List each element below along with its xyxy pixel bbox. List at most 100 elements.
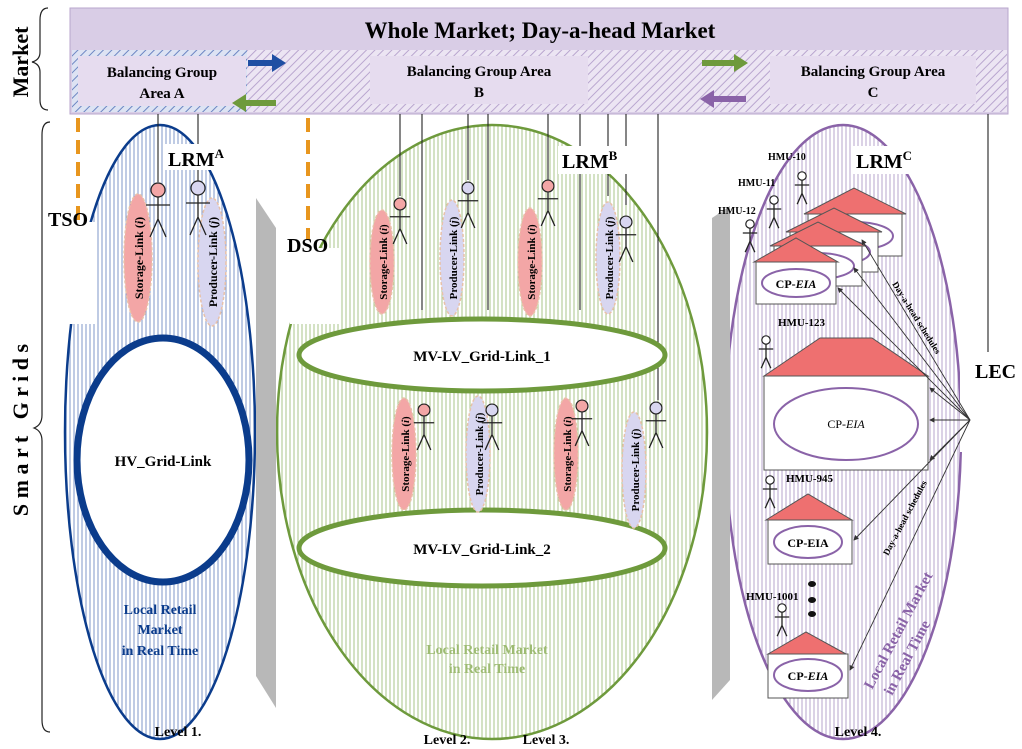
group-c-line2: C [868,85,879,101]
hmu-figure [774,603,790,637]
lrm-c-bg [852,146,932,174]
group-a-line1: Balancing Group [107,65,217,81]
local-market-blue-line1: Local Retail [124,603,197,618]
cp-eia-label-3: CP-EIA [787,536,829,550]
separator-wedge-2 [712,206,730,700]
svg-text:Producer-Link (j): Producer-Link (j) [474,412,486,495]
producer-actor-figure [186,180,210,236]
schedule-arrows [837,239,971,671]
storage-actor-figure [413,403,435,451]
arrow-b-to-a [232,94,276,112]
producer-link-pill: Producer-Link (j) [197,197,227,327]
storage-link-pill: Storage-Link (i) [123,193,153,323]
cp-eia-label-1: CP-EIA [776,277,817,291]
producer-actor-figure [615,215,637,263]
lec-panel [960,360,1010,452]
svg-text:Producer-Link (j): Producer-Link (j) [604,216,616,299]
lrm-a-bg [164,144,248,170]
hmu-1001-label: HMU-1001 [746,591,799,603]
svg-text:Storage-Link (i): Storage-Link (i) [378,224,390,300]
lec-label: LEC [975,361,1016,383]
local-market-blue-line2: Market [137,623,182,638]
storage-link-pill: Storage-Link (i) [391,397,417,511]
house-cp-eia-large [762,337,930,471]
producer-link-pill: Producer-Link (j) [595,201,621,315]
storage-link-pill: Storage-Link (i) [553,397,579,511]
tso-panel [46,222,96,324]
house-stack-top [752,187,907,305]
local-market-green-line1: Local Retail Market [426,643,548,658]
group-box-b [370,56,588,104]
group-box-a [78,56,246,106]
market-brace [31,7,49,111]
mv-lv-grid-link-1-label: MV-LV_Grid-Link_1 [413,349,551,365]
house-cp-eia-small [766,631,849,699]
group-a-line2: Area A [139,86,184,102]
cp-eia-label-4: CP-EIA [788,669,829,683]
hmu-figure [758,335,774,369]
hmu-figure [794,171,810,205]
lrm-c-label: LRMC [856,148,912,173]
hv-grid-link-label: HV_Grid-Link [115,454,212,470]
producer-link-pill: Producer-Link (j) [439,199,465,317]
side-braces [31,7,51,733]
house-cp-eia-medium [764,493,854,565]
level-3-label: Level 3. [523,733,570,748]
ellipsis-dots [808,581,816,617]
hv-grid-link-ellipse [73,334,253,586]
storage-actor-figure [571,399,593,447]
producer-link-pill: Producer-Link (j) [465,395,491,513]
hmu-figure [762,475,778,509]
group-b-line1: Balancing Group Area [407,64,552,80]
lrm-b-bg [558,146,640,174]
local-market-green-line2: in Real Time [449,662,526,677]
svg-text:Producer-Link (j): Producer-Link (j) [448,216,460,299]
storage-link-pill: Storage-Link (i) [369,209,395,315]
producer-actor-figure [457,181,479,229]
market-side-label: Market [8,26,33,98]
level-2-label: Level 2. [424,733,471,748]
dso-label: DSO [287,235,328,257]
arrow-c-to-b [700,90,746,108]
group-c-line1: Balancing Group Area [801,64,946,80]
storage-actor-figure [146,182,170,238]
arrow-a-to-b [248,54,286,72]
producer-actor-figure [645,401,667,449]
lrm-b-label: LRMB [562,148,618,173]
group-box-c [770,56,976,104]
market-title: Whole Market; Day-a-head Market [365,18,716,43]
hmu-12-label: HMU-12 [718,206,756,217]
storage-link-pill: Storage-Link (i) [517,207,543,317]
arrow-b-to-c [702,54,748,72]
producer-link-pill: Producer-Link (j) [621,411,647,529]
exchange-arrows [232,54,748,112]
storage-actor-figure [537,179,559,227]
svg-text:Storage-Link (i): Storage-Link (i) [526,224,538,300]
tso-label: TSO [48,209,88,231]
svg-text:Producer-Link (j): Producer-Link (j) [206,217,220,307]
svg-text:Storage-Link (i): Storage-Link (i) [562,416,574,492]
hmu-figure [742,219,758,253]
lrm-a-label: LRMA [168,146,225,171]
svg-text:Producer-Link (j): Producer-Link (j) [630,428,642,511]
local-market-blue-line3: in Real Time [122,644,199,659]
storage-actor-figure [389,197,411,245]
hmu-945-label: HMU-945 [786,473,834,485]
level-4-label: Level 4. [835,725,882,740]
level-1-label: Level 1. [155,725,202,740]
separator-wedge-1 [256,198,276,708]
mv-lv-grid-link-1-ellipse [296,316,668,394]
producer-actor-figure [481,403,503,451]
svg-text:Storage-Link (i): Storage-Link (i) [400,416,412,492]
cp-eia-label-2: CP-EIA [827,417,865,431]
hmu-11-label: HMU-11 [738,178,775,189]
hmu-10-label: HMU-10 [768,152,806,163]
smart-grids-brace [32,121,51,733]
group-b-line2: B [474,85,484,101]
hmu-figure [766,195,782,229]
hmu-123-label: HMU-123 [778,317,826,329]
svg-text:Storage-Link (i): Storage-Link (i) [132,217,146,299]
mv-lv-grid-link-2-label: MV-LV_Grid-Link_2 [413,542,551,558]
smart-grids-side-label: S m a r t G r i d s [8,343,33,516]
